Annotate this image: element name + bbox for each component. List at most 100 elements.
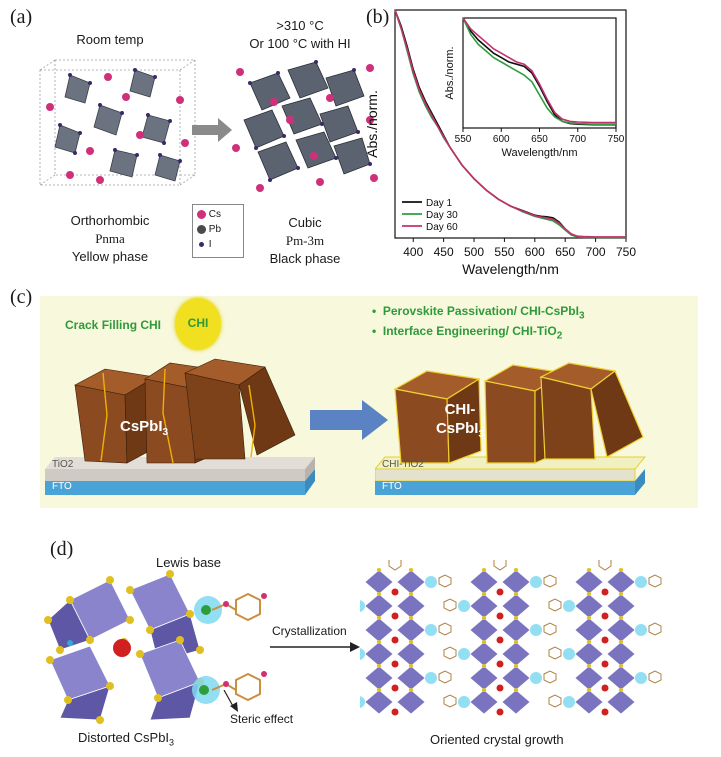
black-phase-caption: Black phase	[269, 251, 341, 266]
octahedron	[364, 593, 394, 619]
vertex-atom	[482, 640, 486, 644]
octahedron	[574, 569, 604, 595]
vertex-atom	[514, 592, 518, 596]
vertex-atom	[377, 568, 381, 572]
main-xtick-label: 500	[464, 245, 484, 259]
ligand-ring	[648, 670, 662, 684]
cs-atom	[391, 588, 399, 596]
octahedron	[501, 665, 531, 691]
vertex-atom	[482, 616, 486, 620]
octahedron	[606, 569, 636, 595]
cs-atom	[601, 684, 609, 692]
cs-atom	[391, 636, 399, 644]
octahedron	[364, 689, 394, 715]
top-ligand	[388, 560, 402, 571]
octahedron	[396, 617, 426, 643]
main-xlabel: Wavelength/nm	[462, 261, 559, 277]
vertex-atom	[482, 568, 486, 572]
right-crystal-line2: CsPbI3	[420, 419, 500, 444]
inset-xtick-label: 550	[455, 134, 472, 145]
cs-atom	[601, 612, 609, 620]
lewis-base-site	[425, 672, 437, 684]
vertex-atom	[409, 688, 413, 692]
orthorhombic-structure	[39, 59, 196, 186]
main-xtick-label: 400	[403, 245, 423, 259]
left-crystal-label: CsPbI3	[120, 418, 168, 438]
lewis-base-label: Lewis base	[156, 555, 222, 570]
vertex-atom	[514, 664, 518, 668]
lewis-base-site	[458, 600, 470, 612]
distorted-caption-text: Distorted CsPbI	[78, 730, 170, 745]
lewis-base-site	[530, 672, 542, 684]
left-tio2-label: TiO2	[52, 459, 74, 470]
interface-subscript: 2	[556, 330, 563, 342]
octahedron	[606, 617, 636, 643]
ligand-ring	[438, 574, 452, 588]
vertex-atom	[619, 640, 623, 644]
main-xtick-label: 450	[434, 245, 454, 259]
main-ylabel: Abs./norm.	[364, 90, 380, 158]
crack-filling-label: Crack Filling CHI	[65, 318, 162, 332]
vertex-atom	[409, 592, 413, 596]
cs-atom	[601, 588, 609, 596]
inset-series-day-30	[462, 17, 616, 125]
ligand-ring	[543, 670, 557, 684]
octahedron	[469, 617, 499, 643]
octahedron	[396, 689, 426, 715]
vertex-atom	[587, 688, 591, 692]
vertex-atom	[409, 616, 413, 620]
vertex-atom	[619, 616, 623, 620]
octahedron	[606, 641, 636, 667]
ligand-ring	[648, 574, 662, 588]
right-crystal-label: CHI- CsPbI3	[420, 400, 500, 444]
cs-atom	[391, 612, 399, 620]
distorted-caption-sub: 3	[169, 737, 175, 748]
octahedron	[574, 689, 604, 715]
main-xtick-label: 700	[586, 245, 606, 259]
octahedron	[364, 617, 394, 643]
octahedron	[364, 569, 394, 595]
right-fto-label: FTO	[382, 481, 402, 492]
vertex-atom	[377, 688, 381, 692]
octahedron	[574, 617, 604, 643]
octahedron	[396, 665, 426, 691]
cs-atom	[601, 708, 609, 716]
left-device	[45, 358, 315, 495]
lewis-base-site	[425, 576, 437, 588]
inset-xlabel: Wavelength/nm	[501, 147, 577, 159]
octahedron	[501, 617, 531, 643]
octahedron	[469, 665, 499, 691]
legend-label: Day 1	[426, 198, 453, 209]
octahedron	[469, 641, 499, 667]
cs-atom	[496, 588, 504, 596]
octahedron	[469, 689, 499, 715]
lewis-base-site	[530, 624, 542, 636]
cs-atom	[496, 612, 504, 620]
left-crystal-text: CsPbI	[120, 418, 163, 435]
ligand-ring	[443, 646, 457, 660]
ligand-ring	[548, 598, 562, 612]
lewis-base-site	[563, 648, 575, 660]
passivation-subscript: 3	[578, 310, 585, 322]
ligand-ring	[548, 694, 562, 708]
lewis-base-site	[458, 648, 470, 660]
legend-pb: Pb	[208, 224, 222, 235]
vertex-atom	[482, 688, 486, 692]
octahedron	[606, 665, 636, 691]
lewis-base-site	[530, 576, 542, 588]
cs-atom	[496, 636, 504, 644]
cs-atom	[496, 708, 504, 716]
lewis-base-site	[635, 576, 647, 588]
vertex-atom	[514, 688, 518, 692]
vertex-atom	[514, 568, 518, 572]
octahedron	[396, 569, 426, 595]
vertex-atom	[587, 640, 591, 644]
octahedron	[606, 689, 636, 715]
vertex-atom	[514, 616, 518, 620]
inset-xtick-label: 600	[493, 134, 510, 145]
panel-a-label: (a)	[10, 6, 33, 28]
octahedron	[501, 641, 531, 667]
process-arrow	[310, 400, 388, 440]
cubic-caption: Cubic	[288, 215, 322, 230]
